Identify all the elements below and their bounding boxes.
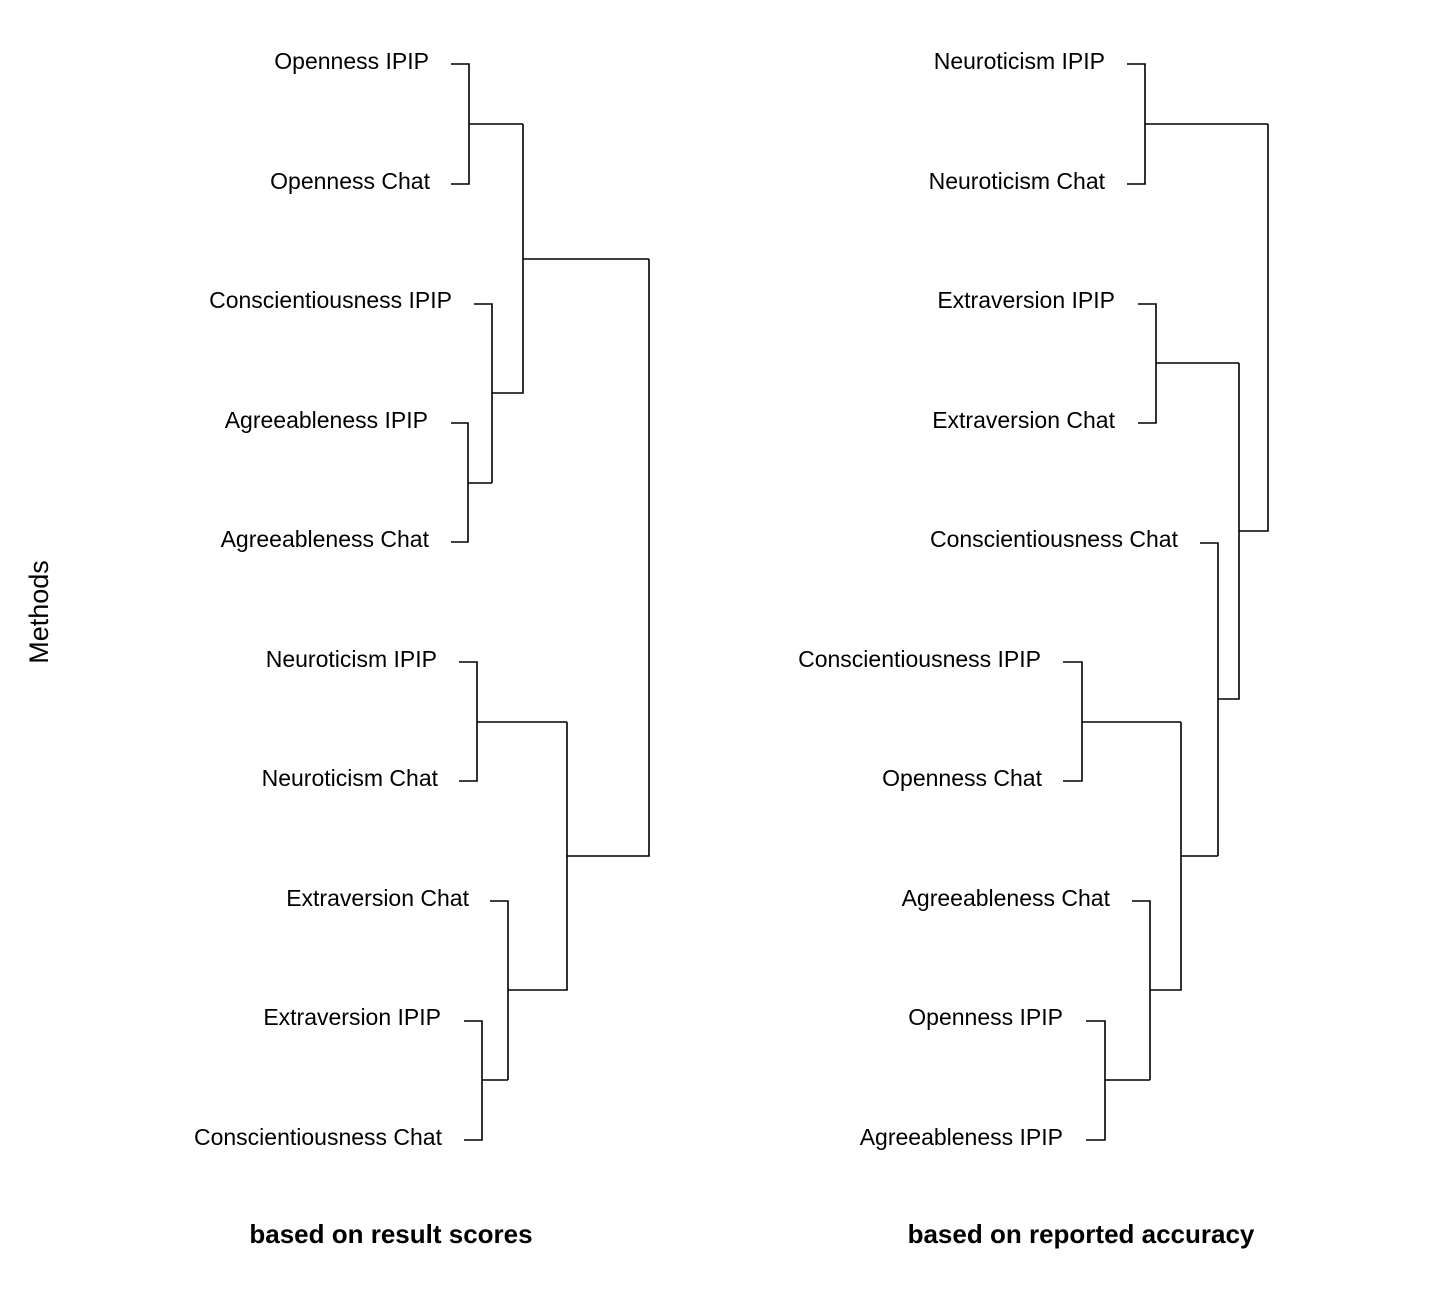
dendrogram-links	[451, 63, 650, 1141]
leaf-label: Conscientiousness Chat	[930, 526, 1179, 552]
merge-link	[1200, 124, 1269, 856]
leaf-label: Openness IPIP	[908, 1004, 1063, 1030]
leaf-labels: Neuroticism IPIP Neuroticism Chat Extrav…	[798, 48, 1179, 1150]
merge-link	[474, 303, 493, 483]
leaf-label: Openness Chat	[882, 765, 1042, 791]
leaf-label: Neuroticism Chat	[929, 168, 1106, 194]
merge-link	[451, 63, 523, 185]
leaf-label: Agreeableness Chat	[221, 526, 430, 552]
merge-link	[1086, 1020, 1150, 1141]
leaf-label: Openness IPIP	[274, 48, 429, 74]
merge-link	[1127, 63, 1268, 185]
leaf-label: Conscientiousness IPIP	[798, 646, 1041, 672]
leaf-label: Extraversion IPIP	[937, 287, 1115, 313]
leaf-label: Extraversion Chat	[286, 885, 469, 911]
panel-title-result-scores: based on result scores	[249, 1219, 532, 1249]
merge-link	[459, 661, 567, 782]
leaf-label: Agreeableness IPIP	[225, 407, 428, 433]
panel-title-reported-accuracy: based on reported accuracy	[908, 1219, 1255, 1249]
leaf-label: Neuroticism IPIP	[266, 646, 437, 672]
leaf-label: Extraversion IPIP	[263, 1004, 441, 1030]
dendrogram-links	[1063, 63, 1269, 1141]
merge-link	[492, 124, 649, 394]
dendrogram-reported-accuracy: Neuroticism IPIP Neuroticism Chat Extrav…	[798, 48, 1269, 1249]
merge-link	[1063, 661, 1181, 782]
merge-link	[464, 1020, 508, 1141]
leaf-label: Agreeableness Chat	[902, 885, 1111, 911]
leaf-label: Openness Chat	[270, 168, 430, 194]
merge-link	[451, 422, 492, 543]
leaf-label: Conscientiousness IPIP	[209, 287, 452, 313]
y-axis-label: Methods	[24, 560, 54, 664]
leaf-label: Agreeableness IPIP	[860, 1124, 1063, 1150]
dendrogram-result-scores: Openness IPIP Openness Chat Conscientiou…	[194, 48, 650, 1249]
leaf-label: Conscientiousness Chat	[194, 1124, 443, 1150]
leaf-label: Neuroticism Chat	[262, 765, 439, 791]
merge-link	[1138, 303, 1239, 424]
leaf-label: Neuroticism IPIP	[934, 48, 1105, 74]
leaf-label: Extraversion Chat	[932, 407, 1115, 433]
leaf-labels: Openness IPIP Openness Chat Conscientiou…	[194, 48, 470, 1150]
merge-link	[490, 259, 650, 1080]
merge-link	[1132, 722, 1218, 1080]
